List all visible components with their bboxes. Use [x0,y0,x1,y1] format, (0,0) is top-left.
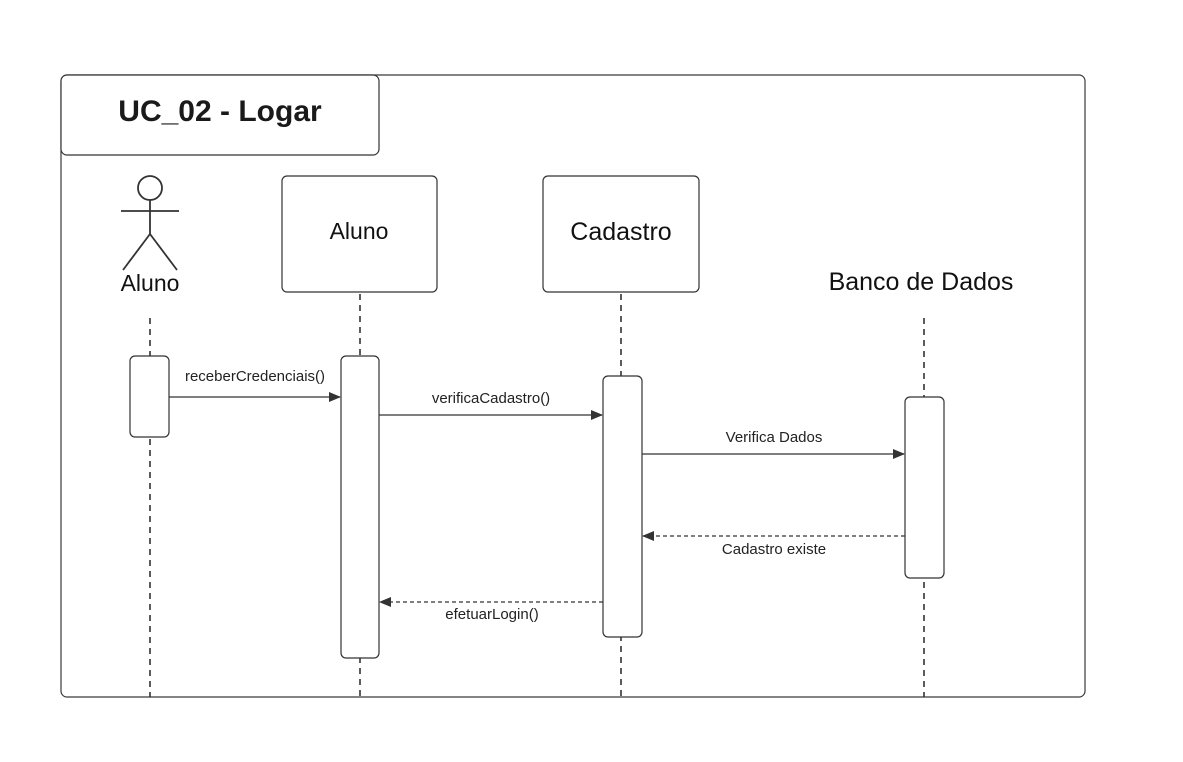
message-label-verifica-dados: Verifica Dados [726,429,823,446]
actor-name: Aluno [121,270,180,296]
aluno-activation [340,355,380,659]
actor-right-leg [149,233,178,271]
banco-activation [904,396,945,579]
message-label-cadastro-existe: Cadastro existe [722,541,826,558]
diagram-frame [60,74,1086,698]
diagram-title: UC_02 - Logar [118,95,322,128]
participant-aluno-box [281,175,438,293]
participant-aluno-name: Aluno [330,218,389,244]
message-label-receber-credenciais: receberCredenciais() [185,368,325,385]
actor-figure [121,175,179,271]
participant-cadastro-name: Cadastro [570,218,671,246]
actor-activation [129,355,170,438]
cadastro-activation [602,375,643,638]
actor-left-leg [122,233,151,271]
participant-cadastro-box [542,175,700,293]
message-label-efetuar-login: efetuarLogin() [445,606,538,623]
message-label-verifica-cadastro: verificaCadastro() [432,390,550,407]
title-box [60,74,380,156]
participant-banco-name: Banco de Dados [829,268,1014,296]
